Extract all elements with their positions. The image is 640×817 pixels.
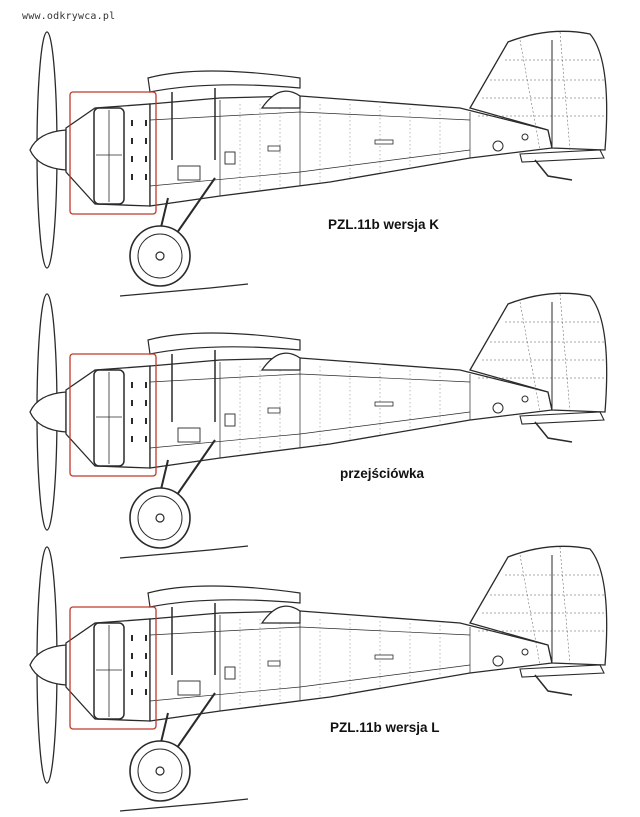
caption-transitional: przejściówka [340,466,425,481]
airplane-l-svg [29,545,608,812]
watermark: www.odkrywca.pl [22,11,116,22]
caption-version-k: PZL.11b wersja K [328,217,440,232]
airplane-drawing-transitional [0,262,640,559]
airplane-drawing-version-k [0,0,640,297]
airplane-drawing-version-l [0,515,640,812]
airplane-k-svg [29,30,608,297]
caption-version-l: PZL.11b wersja L [330,720,440,735]
